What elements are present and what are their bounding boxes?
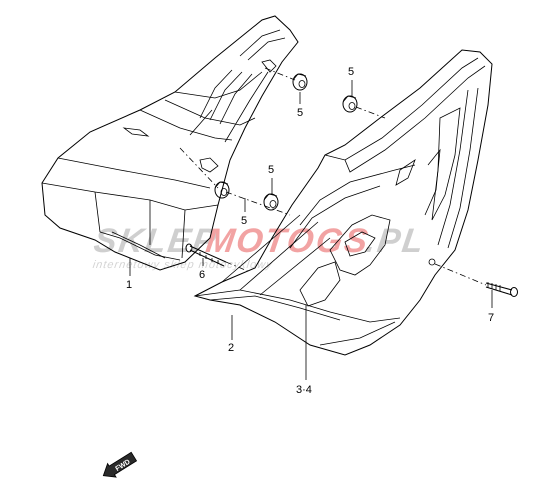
centerline-grommet-5a	[264, 67, 296, 81]
watermark-tagline: internetowy sklep motocyklowy	[92, 259, 274, 271]
watermark-gs: GS	[313, 222, 371, 260]
grommet-5b	[342, 95, 358, 113]
bolt-7	[485, 282, 518, 297]
callout-part-6: 6	[199, 269, 205, 281]
grommet-5d	[263, 193, 279, 211]
watermark-moto: MOTO	[203, 222, 318, 260]
centerline-bolt-7	[434, 263, 487, 286]
watermark-sklep: SKLEP	[91, 222, 220, 260]
right-frame-cover	[193, 49, 493, 356]
centerline-grommet-5b	[355, 106, 386, 119]
callout-part-2: 2	[228, 342, 234, 354]
fwd-arrow-icon	[102, 451, 138, 478]
centerline-grommet-5c	[179, 147, 219, 189]
left-frame-cover	[41, 15, 299, 271]
bolt-6	[185, 243, 227, 267]
callout-part-5b: 5	[348, 66, 354, 78]
centerline-grommet-5d	[225, 191, 291, 216]
callout-part-5d: 5	[268, 164, 274, 176]
callout-part-5a: 5	[297, 107, 303, 119]
grommet-5a	[292, 73, 308, 91]
callout-part-7: 7	[488, 312, 494, 324]
callout-part-3-4: 3·4	[296, 384, 312, 396]
fwd-label: FWD	[114, 459, 131, 473]
centerline-bolt-6	[225, 261, 251, 273]
fwd-badge: FWD	[102, 451, 138, 478]
callout-part-5c: 5	[241, 215, 247, 227]
watermark-pl: .PL	[363, 222, 427, 260]
watermark: SKLEP MOTO GS .PL internetowy sklep moto…	[91, 222, 427, 271]
callout-part-1: 1	[126, 279, 132, 291]
